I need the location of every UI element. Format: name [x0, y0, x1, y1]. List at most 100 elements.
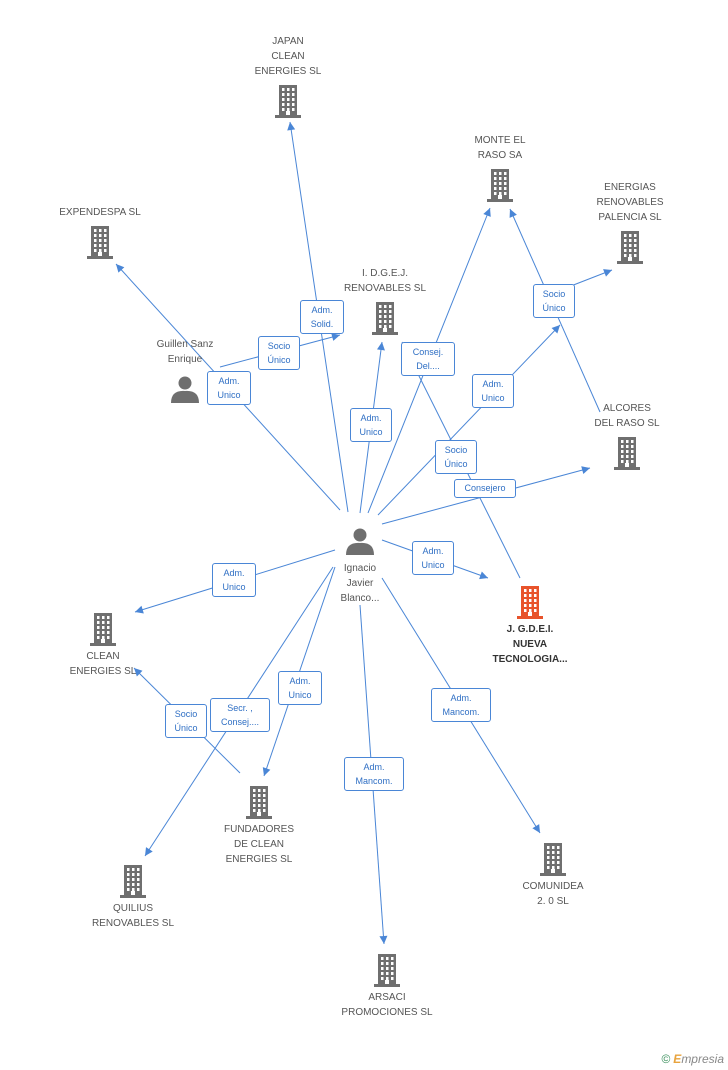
- edge-label-line: Socio: [542, 289, 566, 299]
- node-label-line: MONTE EL: [474, 135, 526, 146]
- edge-arrowhead: [134, 668, 143, 677]
- building-icon: [87, 226, 113, 259]
- building-icon: [614, 437, 640, 470]
- node-label-line: ENERGIES SL: [69, 666, 137, 677]
- node-label-line: COMUNIDEA: [522, 881, 584, 892]
- person-icon: [171, 376, 199, 403]
- edge-arrowhead: [379, 935, 388, 944]
- edge-arrowhead: [331, 333, 340, 341]
- node-label-line: ALCORES: [603, 403, 651, 414]
- node-label-line: Guillen Sanz: [156, 339, 214, 350]
- edge-label-line: Adm.: [289, 676, 311, 686]
- node-label-line: PALENCIA SL: [598, 212, 662, 223]
- edge-label-line: Adm.: [218, 376, 240, 386]
- node-label-line: RENOVABLES SL: [343, 283, 427, 294]
- copyright-icon: ©: [661, 1052, 671, 1066]
- node-label-line: I. D.G.E.J.: [361, 268, 409, 279]
- edge-label-e6[interactable]: Adm.Unico: [472, 374, 514, 408]
- node-comunidea[interactable]: COMUNIDEA 2. 0 SL: [483, 879, 623, 909]
- node-label-line: Ignacio: [343, 563, 377, 574]
- edge-label-e10[interactable]: Adm.Unico: [412, 541, 454, 575]
- edge-label-line: Consej....: [220, 717, 260, 727]
- node-label-line: ENERGIES SL: [254, 66, 322, 77]
- edge-label-e4[interactable]: Adm.Unico: [350, 408, 392, 442]
- edge-label-line: Secr. ,: [227, 703, 253, 713]
- node-alcores[interactable]: ALCORES DEL RASO SL: [557, 401, 697, 431]
- node-label-line: EXPENDESPA SL: [59, 207, 141, 218]
- edge-label-line: Adm.: [363, 762, 385, 772]
- building-icon: [90, 613, 116, 646]
- node-label-line: CLEAN: [86, 651, 120, 662]
- edge-arrowhead: [532, 824, 540, 833]
- building-icon: [275, 85, 301, 118]
- edge-label-line: Socio: [267, 341, 291, 351]
- edge-arrowhead: [287, 122, 296, 131]
- edge-label-line: Adm.: [450, 693, 472, 703]
- node-label-line: DEL RASO SL: [594, 418, 660, 429]
- edge-label-e13[interactable]: Secr. , Consej....: [210, 698, 270, 732]
- node-label-line: DE CLEAN: [233, 839, 284, 850]
- edge-label-line: Único: [542, 303, 566, 313]
- relationship-edge: [377, 324, 561, 516]
- building-icon: [372, 302, 398, 335]
- edge-label-line: Del....: [416, 361, 440, 371]
- building-icon: [374, 954, 400, 987]
- node-arsaci[interactable]: ARSACI PROMOCIONES SL: [317, 990, 457, 1020]
- edge-label-e14[interactable]: Adm.Unico: [278, 671, 322, 705]
- node-label-line: TECNOLOGIA...: [492, 654, 568, 665]
- edge-arrowhead: [145, 847, 153, 856]
- node-clean[interactable]: CLEAN ENERGIES SL: [33, 649, 173, 679]
- edge-label-e11[interactable]: Adm.Unico: [212, 563, 256, 597]
- node-label-line: JAPAN: [272, 36, 304, 47]
- edge-label-line: Solid.: [310, 319, 334, 329]
- brand-rest: mpresia: [681, 1052, 724, 1066]
- edge-label-line: Unico: [217, 390, 241, 400]
- node-label-line: NUEVA: [512, 639, 548, 650]
- edge-label-e15[interactable]: Adm.Mancom.: [344, 757, 404, 791]
- edge-label-line: Mancom.: [442, 707, 480, 717]
- node-label-line: ARSACI: [368, 992, 406, 1003]
- edge-label-e1[interactable]: Adm.Solid.: [300, 300, 344, 334]
- node-label-line: CLEAN: [271, 51, 305, 62]
- building-icon: [487, 169, 513, 202]
- node-label-line: PROMOCIONES SL: [341, 1007, 433, 1018]
- node-label-line: Enrique: [167, 354, 203, 365]
- node-idgej[interactable]: I. D.G.E.J. RENOVABLES SL: [315, 266, 455, 296]
- edge-label-e5[interactable]: Consej.Del....: [401, 342, 455, 376]
- node-label-line: FUNDADORES: [223, 824, 294, 835]
- edge-label-e9[interactable]: Consejero: [454, 479, 516, 498]
- edge-arrowhead: [377, 342, 385, 351]
- node-label-line: ENERGIAS: [604, 182, 656, 193]
- edge-label-e3[interactable]: Adm. Unico: [207, 371, 251, 405]
- node-japan[interactable]: JAPAN CLEAN ENERGIES SL: [218, 34, 358, 79]
- building-icon: [517, 586, 543, 619]
- empresia-brand[interactable]: ©Empresia: [661, 1052, 724, 1066]
- edge-label-line: Adm.: [422, 546, 444, 556]
- node-expendespa[interactable]: EXPENDESPA SL: [30, 205, 170, 220]
- edge-arrowhead: [262, 767, 271, 776]
- node-label-line: 2. 0 SL: [537, 896, 569, 907]
- edge-label-line: Único: [444, 459, 468, 469]
- edge-arrowhead: [551, 325, 560, 334]
- edge-arrowhead: [483, 208, 491, 217]
- edge-label-line: Socio: [444, 445, 468, 455]
- building-icon: [246, 786, 272, 819]
- edge-label-line: Adm.: [223, 568, 245, 578]
- edge-label-line: Adm.: [482, 379, 504, 389]
- building-icon: [540, 843, 566, 876]
- edge-label-e16[interactable]: Adm. Mancom.: [431, 688, 491, 722]
- edge-label-line: Consejero: [464, 483, 506, 493]
- node-label-line: QUILIUS: [112, 903, 153, 914]
